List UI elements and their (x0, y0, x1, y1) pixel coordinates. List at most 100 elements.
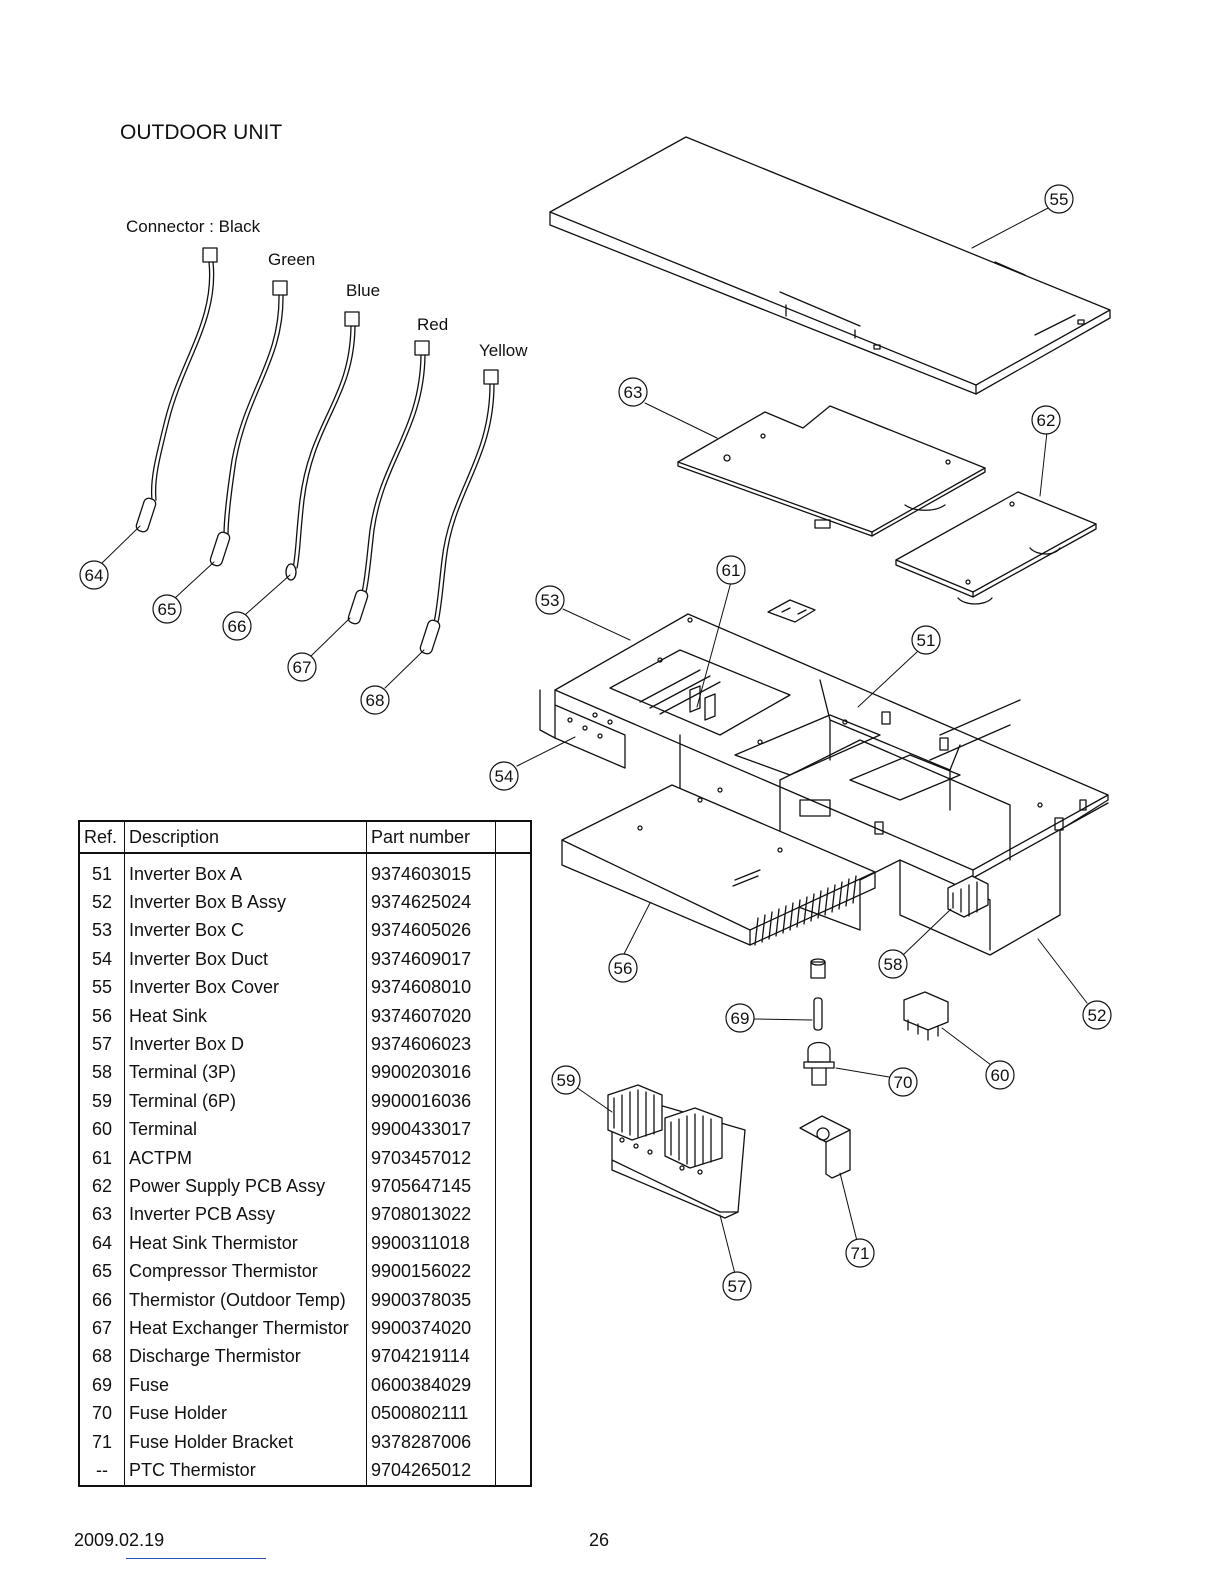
callout-58-text: 58 (884, 955, 903, 974)
ref-cell: 69 (78, 1371, 125, 1400)
callout-55: 55 (1044, 184, 1074, 214)
callout-66-text: 66 (228, 617, 247, 636)
callout-61-text: 61 (722, 561, 741, 580)
callout-51-text: 51 (917, 631, 936, 650)
part-number-cell: 0600384029 (366, 1371, 496, 1400)
callout-61: 61 (716, 555, 746, 585)
callout-58: 58 (878, 949, 908, 979)
callout-55-text: 55 (1050, 190, 1069, 209)
extra-cell (495, 853, 532, 889)
extra-cell (495, 888, 532, 917)
part-number-cell: 9705647145 (366, 1172, 496, 1201)
description-cell: Power Supply PCB Assy (124, 1172, 367, 1201)
description-cell: Fuse Holder Bracket (124, 1427, 367, 1457)
part-number-cell: 9708013022 (366, 1200, 496, 1230)
callout-70: 70 (888, 1067, 918, 1097)
thermistor-wires (135, 247, 499, 655)
thermistor-wire-65 (209, 280, 288, 567)
inverter-pcb-drawing (677, 405, 986, 537)
header-description: Description (124, 821, 367, 854)
fuse-holder-bracket-drawing (799, 1115, 851, 1179)
callout-53-text: 53 (541, 591, 560, 610)
ref-cell: 54 (78, 945, 125, 974)
callout-69: 69 (725, 1003, 755, 1033)
terminal-6p-and-box-d-drawing (607, 1084, 746, 1219)
terminal-drawing (903, 991, 949, 1041)
part-number-cell: 9900374020 (366, 1314, 496, 1343)
part-number-cell: 9900378035 (366, 1285, 496, 1315)
callout-63-text: 63 (624, 383, 643, 402)
description-cell: Heat Sink Thermistor (124, 1229, 367, 1258)
description-cell: Inverter PCB Assy (124, 1200, 367, 1230)
callout-68: 68 (360, 685, 390, 715)
part-number-cell: 9900156022 (366, 1257, 496, 1286)
callout-54: 54 (489, 761, 519, 791)
callout-62-text: 62 (1037, 411, 1056, 430)
description-cell: Inverter Box Cover (124, 973, 367, 1002)
callout-52-text: 52 (1088, 1006, 1107, 1025)
terminal-3p-drawing (947, 875, 989, 918)
description-cell: Fuse Holder (124, 1399, 367, 1428)
ref-cell: 52 (78, 888, 125, 917)
callout-70-text: 70 (894, 1073, 913, 1092)
ref-cell: 66 (78, 1285, 125, 1315)
description-cell: Inverter Box C (124, 916, 367, 946)
description-cell: Terminal (3P) (124, 1058, 367, 1088)
connector-label-green: Green (268, 250, 316, 269)
callout-67-text: 67 (293, 658, 312, 677)
extra-cell (495, 1456, 532, 1486)
part-number-cell: 9900433017 (366, 1115, 496, 1144)
callout-62: 62 (1031, 405, 1061, 435)
page-title: OUTDOOR UNIT (120, 121, 283, 144)
callout-64: 64 (79, 560, 109, 590)
callout-65: 65 (152, 594, 182, 624)
extra-cell (495, 1200, 532, 1230)
extra-cell (495, 1001, 532, 1031)
part-number-cell: 9374609017 (366, 945, 496, 974)
callout-59: 59 (551, 1065, 581, 1095)
ref-cell: 67 (78, 1314, 125, 1343)
description-cell: Discharge Thermistor (124, 1342, 367, 1372)
part-number-cell: 0500802111 (366, 1399, 496, 1428)
description-cell: Compressor Thermistor (124, 1257, 367, 1286)
description-cell: Inverter Box D (124, 1030, 367, 1059)
ref-cell: 71 (78, 1427, 125, 1457)
ref-cell: 57 (78, 1030, 125, 1059)
part-number-cell: 9900016036 (366, 1087, 496, 1116)
callout-52: 52 (1082, 1000, 1112, 1030)
extra-cell (495, 1399, 532, 1428)
ref-cell: 70 (78, 1399, 125, 1428)
ref-cell: 51 (78, 853, 125, 889)
ref-cell: 53 (78, 916, 125, 946)
part-number-cell: 9374608010 (366, 973, 496, 1002)
description-cell: PTC Thermistor (124, 1456, 367, 1486)
description-cell: Terminal (6P) (124, 1087, 367, 1116)
callout-63: 63 (618, 377, 648, 407)
part-number-cell: 9374606023 (366, 1030, 496, 1059)
ref-cell: 68 (78, 1342, 125, 1372)
connector-label-black: Connector : Black (126, 217, 261, 236)
header-extra (495, 821, 532, 854)
extra-cell (495, 1427, 532, 1457)
part-number-cell: 9374605026 (366, 916, 496, 946)
ref-cell: 62 (78, 1172, 125, 1201)
description-cell: Thermistor (Outdoor Temp) (124, 1285, 367, 1315)
thermistor-wire-67 (347, 340, 430, 625)
description-cell: Inverter Box A (124, 853, 367, 889)
callout-60: 60 (985, 1060, 1015, 1090)
thermistor-wire-64 (135, 247, 218, 533)
connector-label-blue: Blue (346, 281, 381, 300)
extra-cell (495, 1115, 532, 1144)
